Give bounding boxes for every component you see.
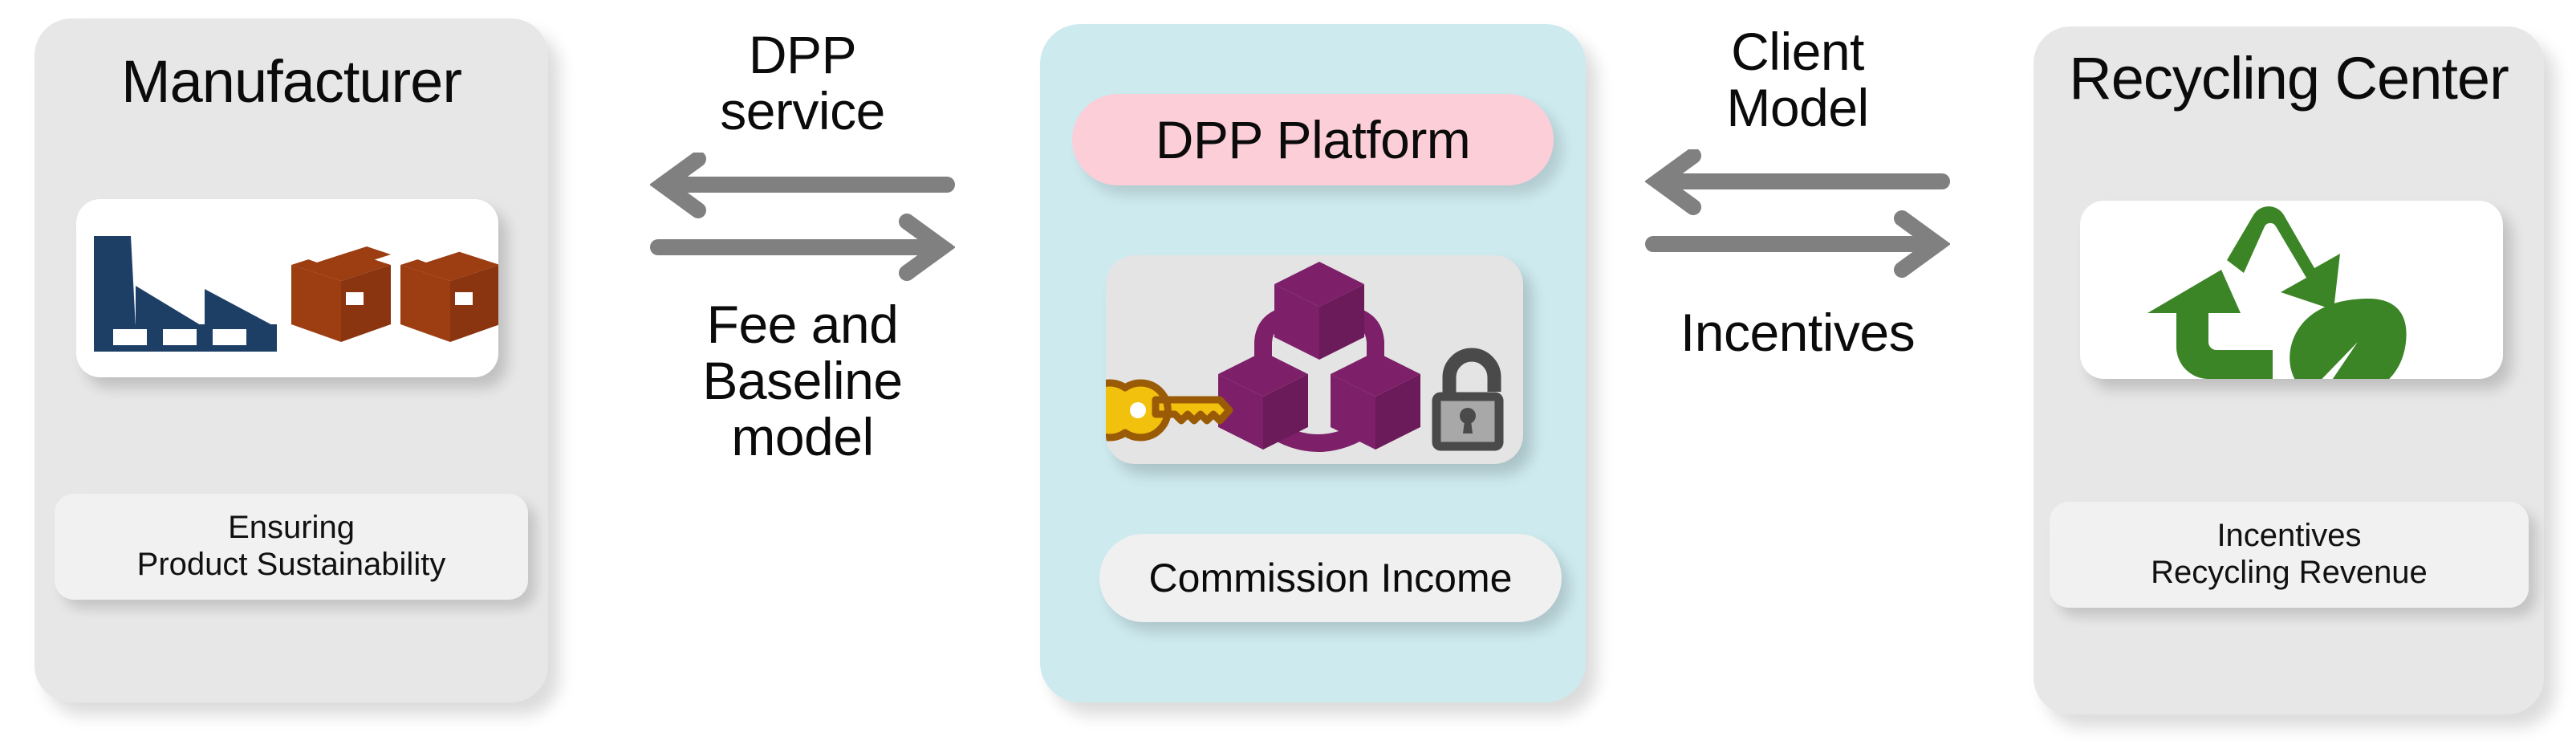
cube-left — [1218, 352, 1308, 450]
bidirectional-arrows-icon — [1645, 149, 1950, 278]
bidirectional-arrows-icon — [650, 152, 955, 281]
flow-platform-recycler: Client Model Incentives — [1597, 16, 1998, 361]
flow2-bottom-label: Incentives — [1680, 302, 1916, 362]
manufacturer-title: Manufacturer — [121, 48, 462, 115]
blockchain-key-lock-icon — [1106, 262, 1504, 452]
flow1-top-label: DPP service — [720, 25, 885, 140]
recycling-center-caption: Incentives Recycling Revenue — [2050, 502, 2529, 608]
arrow-left-head — [650, 152, 706, 218]
platform-card-dpp[interactable]: DPP Platform — [1040, 24, 1586, 702]
platform-icon-panel — [1106, 255, 1523, 464]
manufacturer-icon-panel — [76, 199, 498, 377]
flow1-bottom-label: Fee and Baseline model — [702, 294, 903, 466]
recycling-center-title: Recycling Center — [2069, 45, 2509, 112]
platform-header-pill: DPP Platform — [1072, 94, 1554, 185]
recycle-leaf-icon — [2147, 206, 2407, 379]
arrow-right-head — [1894, 210, 1950, 278]
flow2-arrows — [1597, 136, 1998, 281]
platform-title: DPP Platform — [1155, 110, 1471, 169]
flow-manufacturer-platform: DPP service Fee and Baseline model — [594, 16, 1011, 466]
flow1-arrows — [594, 140, 1011, 284]
cube-top — [1274, 262, 1364, 360]
factory-and-boxes-icon — [94, 236, 498, 352]
actor-card-manufacturer[interactable]: Manufacturer — [35, 18, 548, 702]
cube-right — [1331, 352, 1420, 450]
platform-caption-text: Commission Income — [1148, 556, 1513, 600]
platform-caption-pill: Commission Income — [1099, 534, 1562, 622]
flow2-top-label: Client Model — [1726, 22, 1869, 137]
recycling-center-icon-panel — [2080, 201, 2503, 379]
manufacturer-caption: Ensuring Product Sustainability — [55, 494, 528, 600]
arrow-left-head — [1645, 149, 1701, 215]
lock-open-icon — [1432, 348, 1504, 451]
arrow-right-head — [899, 213, 955, 281]
key-icon — [1106, 379, 1233, 442]
actor-card-recycling-center[interactable]: Recycling Center Incentives Recycling Re… — [2034, 26, 2544, 714]
